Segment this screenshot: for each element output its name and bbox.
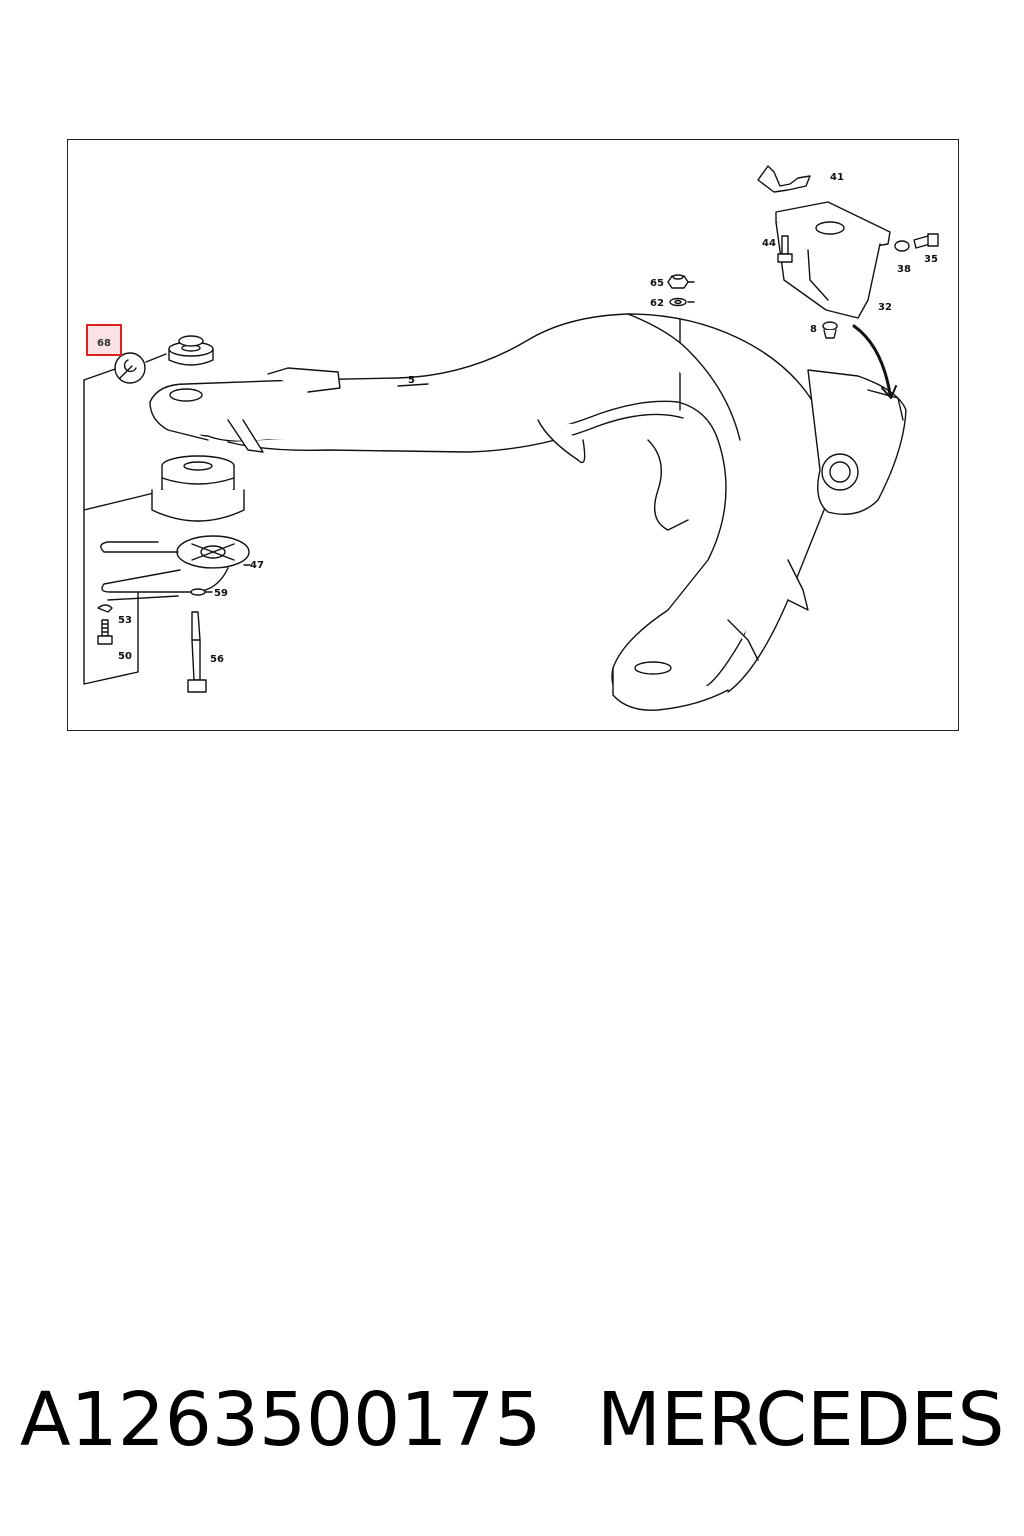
brand-name: MERCEDES [597, 1377, 1005, 1463]
callout-59: 59 [214, 588, 228, 599]
nut-65 [667, 274, 689, 289]
rubber-bushing-top [168, 335, 214, 366]
callout-35: 35 [924, 254, 938, 265]
bolt-56 [187, 611, 207, 693]
bushing-8 [822, 321, 838, 339]
clip-53 [97, 604, 113, 613]
callout-65: 65 [650, 278, 664, 289]
callout-38: 38 [897, 264, 911, 275]
part-number: A1263500175 [20, 1377, 542, 1463]
parts-diagram: 5 8 32 35 38 41 44 47 50 53 56 59 62 65 … [67, 139, 959, 731]
wrench-icon [114, 352, 146, 384]
bolt-50 [97, 619, 113, 645]
callout-47: 47 [250, 560, 264, 571]
callout-8: 8 [810, 324, 817, 335]
callout-53: 53 [118, 615, 132, 626]
clip-41 [757, 165, 811, 193]
callout-5: 5 [408, 375, 415, 386]
callout-56: 56 [210, 654, 224, 665]
washer-62 [669, 297, 687, 307]
callout-41: 41 [830, 172, 844, 183]
callout-68: 68 [97, 337, 111, 349]
bracket-line [83, 379, 139, 685]
subframe-drawing: 5 8 32 35 38 41 44 47 50 53 56 59 62 65 [83, 165, 939, 711]
bolt-44 [777, 235, 793, 263]
subframe-body [149, 313, 832, 711]
callout-32: 32 [878, 302, 892, 313]
washer-59 [190, 588, 206, 596]
footer: A1263500175 MERCEDES [0, 1372, 1024, 1468]
bolt-35 [913, 233, 939, 249]
arrow-indicator [852, 324, 892, 396]
callout-62: 62 [650, 298, 664, 309]
callout-50: 50 [118, 651, 132, 662]
mounting-plate [100, 535, 250, 601]
washer-38 [894, 240, 910, 252]
rubber-mount-lower [151, 455, 245, 522]
callout-44: 44 [762, 238, 776, 249]
bracket-32 [775, 201, 891, 319]
differential-housing [647, 369, 907, 531]
highlight-callout-68[interactable]: 68 [86, 324, 122, 356]
